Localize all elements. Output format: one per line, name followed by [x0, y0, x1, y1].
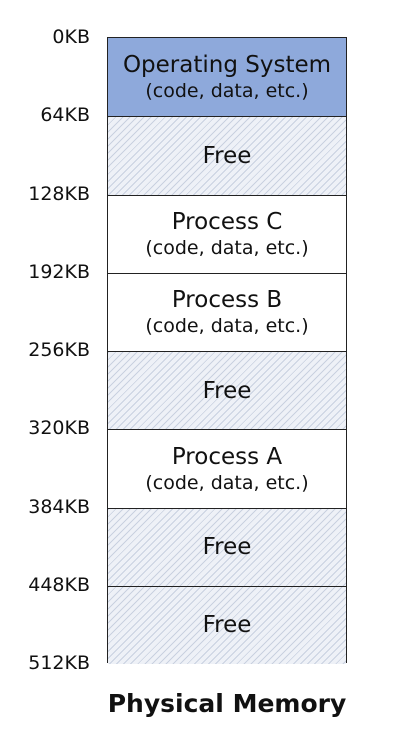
- address-label: 128KB: [28, 182, 90, 205]
- diagram-caption: Physical Memory: [107, 689, 347, 718]
- segment-operating-system: Operating System (code, data, etc.): [108, 38, 346, 117]
- address-label: 448KB: [28, 573, 90, 596]
- segment-title: Process C: [171, 209, 283, 236]
- segment-free: Free: [108, 351, 346, 430]
- address-label: 256KB: [28, 339, 90, 361]
- segment-free: Free: [108, 507, 346, 586]
- segment-process-a: Process A (code, data, etc.): [108, 429, 346, 508]
- segment-title: Operating System: [122, 52, 332, 79]
- segment-title: Free: [202, 142, 252, 169]
- segment-subtitle: (code, data, etc.): [145, 80, 309, 103]
- address-label: 0KB: [52, 26, 90, 48]
- address-label: 192KB: [28, 260, 90, 283]
- segment-title: Process A: [171, 443, 283, 470]
- segment-title: Free: [202, 377, 252, 404]
- address-label: 64KB: [40, 104, 90, 127]
- segment-subtitle: (code, data, etc.): [145, 315, 309, 338]
- segment-title: Free: [202, 612, 252, 639]
- segment-title: Free: [202, 534, 252, 561]
- segment-subtitle: (code, data, etc.): [145, 237, 309, 260]
- segment-free: Free: [108, 116, 346, 195]
- segment-free: Free: [108, 585, 346, 664]
- segment-subtitle: (code, data, etc.): [145, 471, 309, 494]
- segment-title: Process B: [171, 287, 283, 314]
- memory-column: Operating System (code, data, etc.) Free…: [107, 37, 347, 664]
- segment-process-b: Process B (code, data, etc.): [108, 272, 346, 351]
- address-label: 512KB: [28, 652, 90, 674]
- address-label: 320KB: [28, 417, 90, 440]
- address-label: 384KB: [28, 495, 90, 518]
- segment-process-c: Process C (code, data, etc.): [108, 194, 346, 273]
